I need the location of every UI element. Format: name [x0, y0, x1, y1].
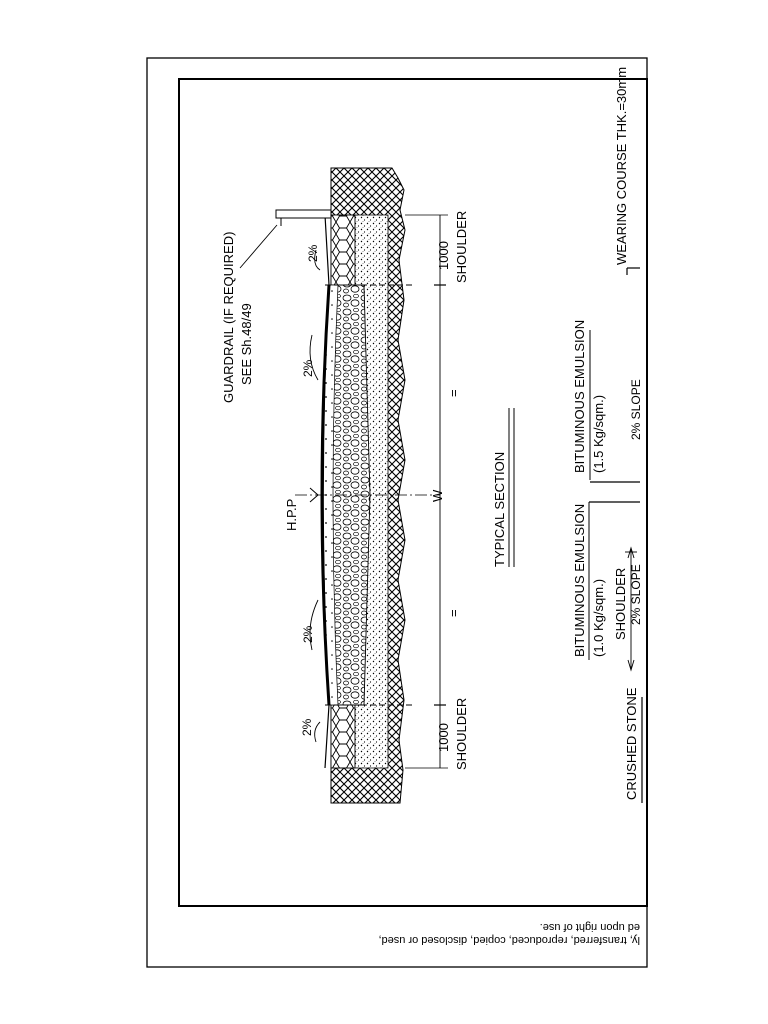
footer-disclaimer: ly, transferred, reproduced, copied, dis… [379, 921, 641, 946]
guardrail-leader [239, 224, 278, 269]
slope-label-2: 2% [301, 359, 315, 377]
footer-line-2: ed upon right of use. [540, 921, 640, 933]
slope-label-3: 2% [301, 625, 315, 643]
bit-emulsion-2-title: BITUMINOUS EMULSION [572, 504, 587, 657]
shoulder-layer-bottom [330, 704, 356, 769]
slope-label-1: 2% [306, 244, 320, 262]
inner-border [178, 78, 648, 907]
guardrail-label-line1: GUARDRAIL (IF REQUIRED) [221, 232, 236, 403]
bit-emulsion-1-rate: (1.5 Kg/sqm.) [591, 395, 606, 473]
slope-note-1: 2% SLOPE [629, 379, 643, 440]
crushed-stone-note: CRUSHED STONE [624, 687, 639, 800]
dimension-label-top: 1000 [436, 241, 451, 270]
slope-arrow-3 [309, 599, 319, 651]
slope-arrow-4 [314, 721, 321, 743]
typical-section-title: TYPICAL SECTION [492, 452, 507, 567]
equal-mark-top: = [446, 389, 461, 397]
hpp-label: H.P.P [284, 499, 299, 531]
centerline-symbol: W [430, 489, 445, 502]
shoulder-note: SHOULDER [613, 568, 628, 640]
shoulder-label-top: SHOULDER [454, 211, 469, 283]
typical-section-drawing: GUARDRAIL (IF REQUIRED) SEE Sh.48/49 SHO… [221, 167, 515, 804]
bit-emulsion-1-title: BITUMINOUS EMULSION [572, 320, 587, 473]
slope-arrow-1 [314, 249, 321, 271]
shoulder-layer-top [330, 214, 356, 286]
equal-mark-bottom: = [446, 609, 461, 617]
guardrail [275, 209, 332, 219]
slope-label-4: 2% [300, 718, 314, 736]
guardrail-label-line2: SEE Sh.48/49 [239, 303, 254, 385]
shoulder-label-bottom: SHOULDER [454, 698, 469, 770]
footer-line-1: ly, transferred, reproduced, copied, dis… [379, 934, 641, 946]
hpp-marker [309, 487, 319, 503]
wearing-course-note: WEARING COURSE THK.=30mm [614, 67, 629, 265]
dimension-label-bottom: 1000 [436, 723, 451, 752]
legend-notes: WEARING COURSE THK.=30mm BITUMINOUS EMUL… [572, 67, 643, 803]
shoulder-surface-line [324, 214, 330, 769]
bit-emulsion-2-rate: (1.0 Kg/sqm.) [591, 579, 606, 657]
slope-note-2: 2% SLOPE [629, 564, 643, 625]
slope-arrow-2 [309, 334, 319, 381]
